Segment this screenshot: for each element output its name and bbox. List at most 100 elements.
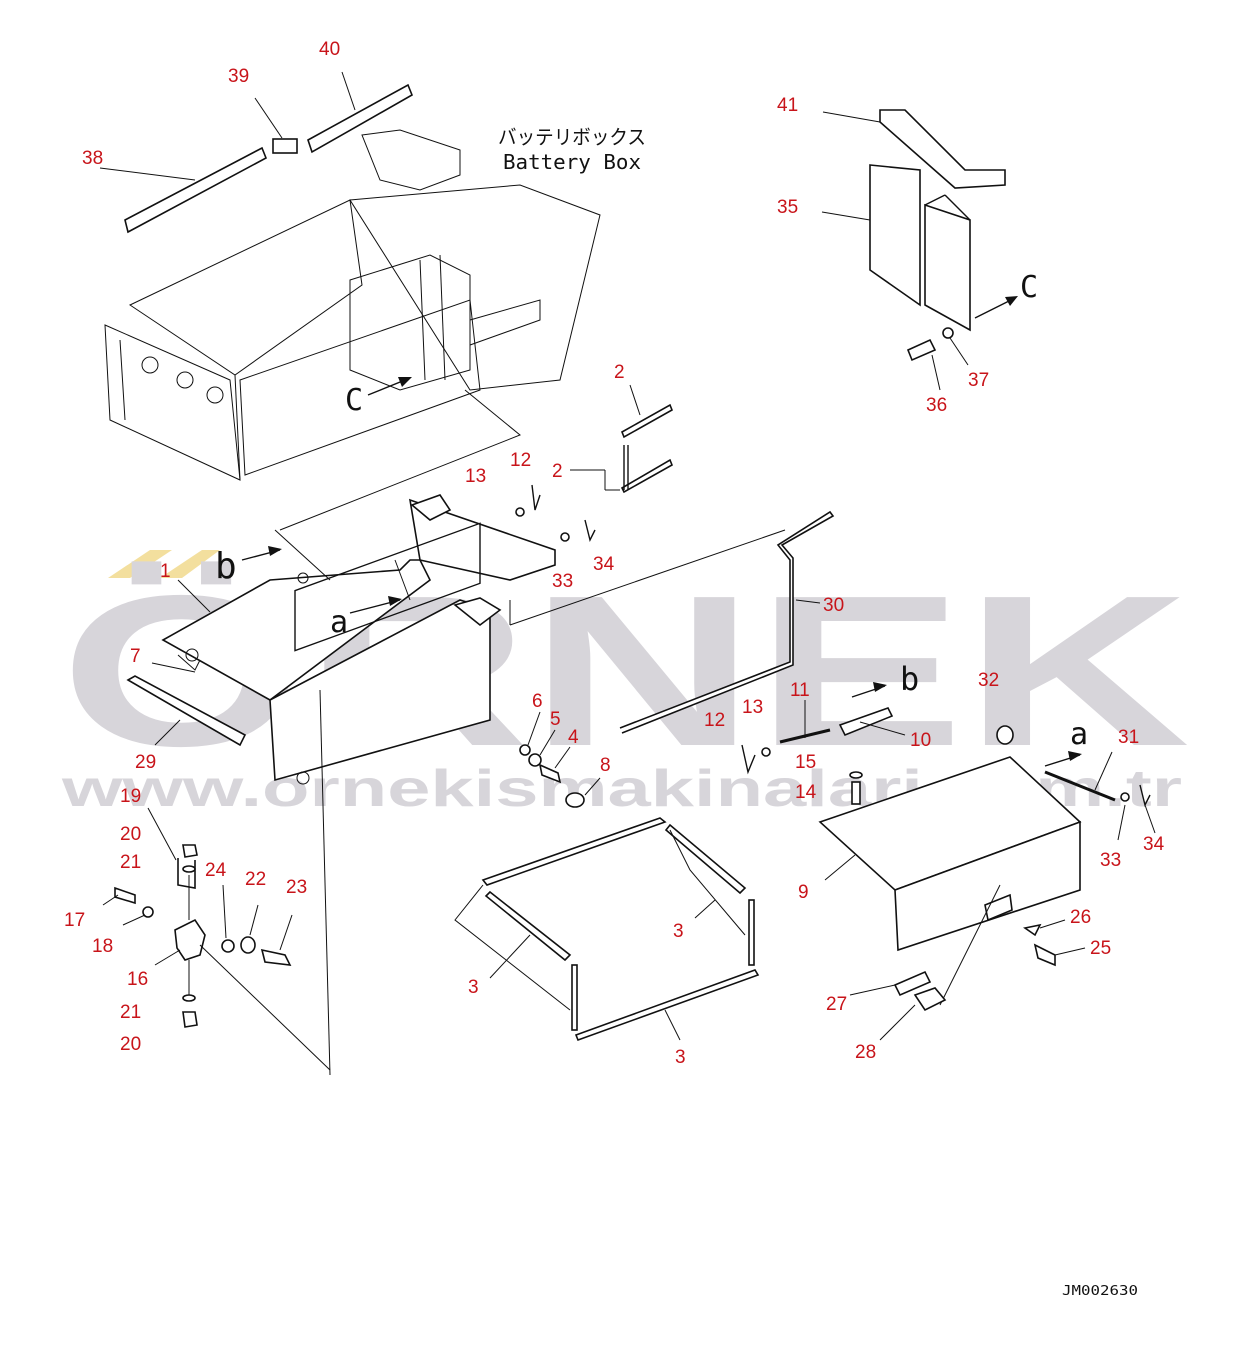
callout-13-top: 13 [465,466,486,487]
washer-18 [142,906,154,918]
callout-41: 41 [777,95,798,116]
callout-12-top: 12 [510,450,531,471]
watermark-accent-2 [160,550,220,578]
callout-39: 39 [228,66,249,87]
washer-15 [849,771,863,779]
callout-26: 26 [1070,907,1091,928]
washer-13-top [515,507,525,517]
leader-lines [99,71,1156,1041]
bolt-14 [851,781,861,805]
strip-38 [124,146,268,234]
arrow-a-right [1068,751,1082,761]
battery-box-assembly [126,494,786,1076]
callout-24: 24 [205,860,227,881]
bolt-23 [260,948,292,966]
callout-12-right: 12 [704,710,725,731]
battery-box-frame [104,129,601,531]
callout-4: 4 [568,727,579,748]
callout-6: 6 [532,691,543,712]
callout-7: 7 [130,646,141,667]
rod-31 [1044,770,1116,802]
pin-34-top [584,519,596,543]
pad-39 [272,138,298,154]
callout-34-top: 34 [593,554,615,575]
arrow-b-top [268,546,282,556]
callout-13-right: 13 [742,697,763,718]
arrow-b-right [873,682,887,692]
pad-41 [879,109,1006,189]
cover-9 [818,756,1082,1006]
nut-20-top [182,844,198,858]
view-letter-a-right: a [1070,717,1088,752]
strip-2-upper [620,403,674,439]
callout-8: 8 [600,755,611,776]
callout-19: 19 [120,786,141,807]
callout-28: 28 [855,1042,876,1063]
washer-33-right [1120,792,1130,802]
bush-22 [240,936,256,954]
callout-35: 35 [777,197,798,218]
callout-11: 11 [790,680,810,701]
bracket-35 [869,164,921,307]
callout-3-bottom: 3 [675,1047,686,1068]
washer-33-top [560,532,570,542]
callout-20-top: 20 [120,824,141,845]
bolt-25 [1033,943,1056,967]
callout-27: 27 [826,994,847,1015]
view-letter-c-left: C [345,383,363,418]
nut-20-bottom [182,1011,198,1028]
callout-15: 15 [795,752,816,773]
callout-37: 37 [968,370,989,391]
washer-5 [528,753,542,767]
callout-22: 22 [245,869,266,890]
strip-2-lower [620,458,674,494]
callout-29: 29 [135,752,156,773]
callout-36: 36 [926,395,947,416]
view-letter-b-right: b [900,660,919,698]
bolt-36 [906,338,937,362]
callout-38: 38 [82,148,103,169]
plug-32 [996,725,1014,745]
callout-30: 30 [823,595,844,616]
gasket-set-3 [454,817,760,1042]
callout-14: 14 [795,782,817,803]
plate-27 [893,970,932,997]
arrow-c-left [398,377,412,387]
washer-37 [942,327,954,339]
strip-40 [307,83,414,154]
view-letter-b-top: b [215,546,237,587]
cap-8 [565,792,585,808]
drawing-code: JM002630 [1062,1284,1138,1299]
callout-3-left: 3 [468,977,479,998]
arrow-a-box [388,596,402,606]
callout-2-lower: 2 [552,461,563,482]
clamp-16 [174,918,206,961]
callout-21-bottom: 21 [120,1002,141,1023]
ring-24 [221,939,235,953]
pin-12-right [741,744,756,775]
latch-10 [838,707,894,737]
bolt-4 [538,763,562,784]
washer-21-top [182,865,196,873]
callout-numbers: 1 2 2 3 3 3 4 5 6 7 8 9 10 11 12 12 13 1… [64,39,1165,1068]
callout-21-top: 21 [120,852,141,873]
callout-25: 25 [1090,938,1111,959]
view-letter-c-right: C [1020,270,1038,305]
callout-3-right: 3 [673,921,684,942]
arrow-c-right [1005,296,1018,306]
callout-18: 18 [92,936,113,957]
callout-23: 23 [286,877,307,898]
callout-1: 1 [160,561,171,582]
callout-40: 40 [319,39,340,60]
pin-12-top [531,484,541,511]
washer-13-right [761,747,771,757]
callout-2-upper: 2 [614,362,625,383]
callout-17: 17 [64,910,85,931]
plate-35 [924,203,971,332]
u-bolt-19 [177,858,196,889]
callout-32: 32 [978,670,999,691]
battery-box-title-jp: バッテリボックス [498,125,646,149]
watermark-accent-1 [108,550,172,578]
callout-16: 16 [127,969,148,990]
